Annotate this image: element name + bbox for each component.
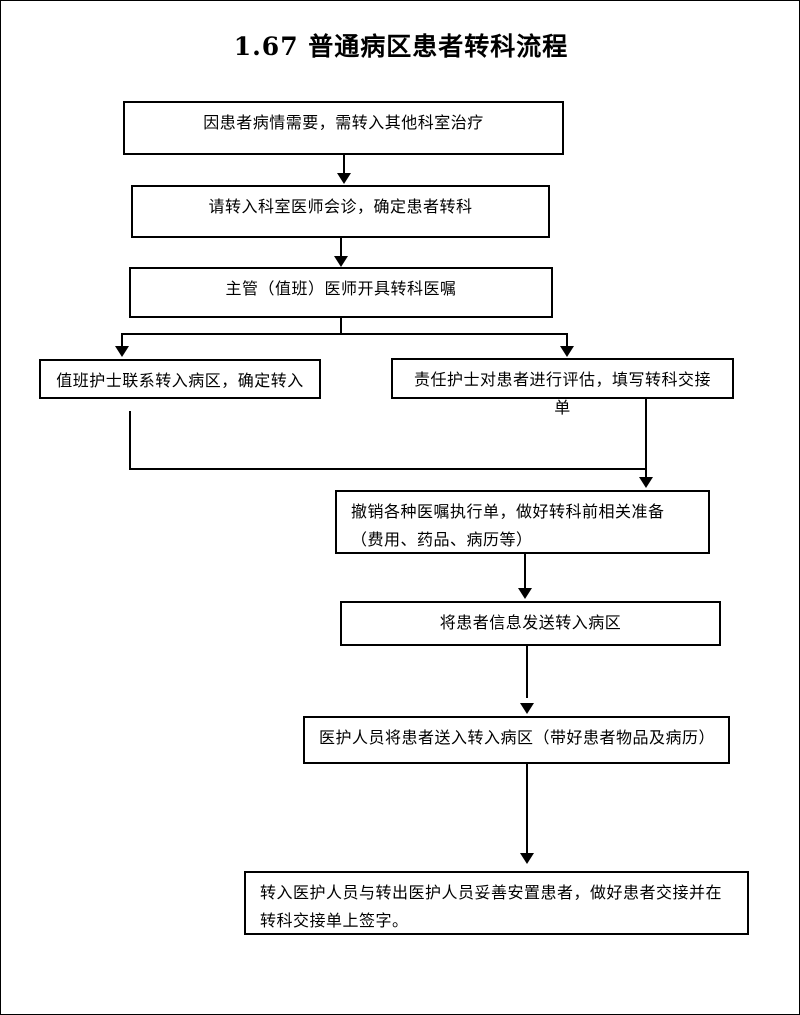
edge-n3-n5-arrow-icon <box>560 346 574 357</box>
edge-n6-n7-line <box>524 554 526 590</box>
flow-node-n4[interactable]: 值班护士联系转入病区，确定转入 <box>39 359 321 399</box>
edge-n7-n8-arrow-icon <box>520 703 534 714</box>
flow-node-n7-label: 将患者信息发送转入病区 <box>439 613 622 632</box>
flow-node-n3[interactable]: 主管（值班）医师开具转科医嘱 <box>129 267 553 318</box>
edge-n5-n6-line <box>645 399 647 479</box>
edge-n2-n3-line <box>340 238 342 261</box>
flow-node-n1-label: 因患者病情需要，需转入其他科室治疗 <box>203 113 484 132</box>
flow-node-n2-label: 请转入科室医师会诊，确定患者转科 <box>208 197 473 216</box>
flow-node-n5-label: 责任护士对患者进行评估，填写转科交接单 <box>413 370 711 417</box>
flow-node-n7[interactable]: 将患者信息发送转入病区 <box>340 601 721 646</box>
flow-node-n4-label: 值班护士联系转入病区，确定转入 <box>56 371 304 390</box>
flow-node-n6[interactable]: 撤销各种医嘱执行单，做好转科前相关准备（费用、药品、病历等） <box>335 490 710 554</box>
flow-node-n2[interactable]: 请转入科室医师会诊，确定患者转科 <box>131 185 550 238</box>
flow-node-n5[interactable]: 责任护士对患者进行评估，填写转科交接单 <box>391 358 734 417</box>
flow-node-n8[interactable]: 医护人员将患者送入转入病区（带好患者物品及病历） <box>303 716 730 764</box>
edge-n6-n7-arrow-icon <box>518 588 532 599</box>
edge-n5-n6-arrow-icon <box>639 477 653 488</box>
edge-n1-n2-arrow-icon <box>337 173 351 184</box>
flow-node-n9-label: 转入医护人员与转出医护人员妥善安置患者，做好患者交接并在转科交接单上签字。 <box>260 883 723 930</box>
flow-node-n1[interactable]: 因患者病情需要，需转入其他科室治疗 <box>123 101 564 155</box>
edge-n3-split-bar <box>121 333 568 335</box>
edge-n8-n9-line <box>526 764 528 855</box>
page-title: 1.67 普通病区患者转科流程 <box>233 32 569 61</box>
flow-node-n8-label: 医护人员将患者送入转入病区（带好患者物品及病历） <box>319 728 716 747</box>
flow-node-n3-label: 主管（值班）医师开具转科医嘱 <box>225 279 457 298</box>
edge-n3-n4-line <box>121 333 123 349</box>
edge-n4-merge-hline <box>129 468 647 470</box>
edge-n3-split-stem <box>340 318 342 335</box>
edge-n2-n3-arrow-icon <box>334 256 348 267</box>
edge-n7-n8-line <box>526 646 528 698</box>
flow-node-n6-label: 撤销各种医嘱执行单，做好转科前相关准备（费用、药品、病历等） <box>351 502 665 549</box>
edge-n4-merge-vline <box>129 411 131 470</box>
edge-n8-n9-arrow-icon <box>520 853 534 864</box>
edge-n3-n5-line <box>566 333 568 349</box>
edge-n1-n2-line <box>343 155 345 175</box>
edge-n3-n4-arrow-icon <box>115 346 129 357</box>
flow-node-n9[interactable]: 转入医护人员与转出医护人员妥善安置患者，做好患者交接并在转科交接单上签字。 <box>244 871 749 935</box>
